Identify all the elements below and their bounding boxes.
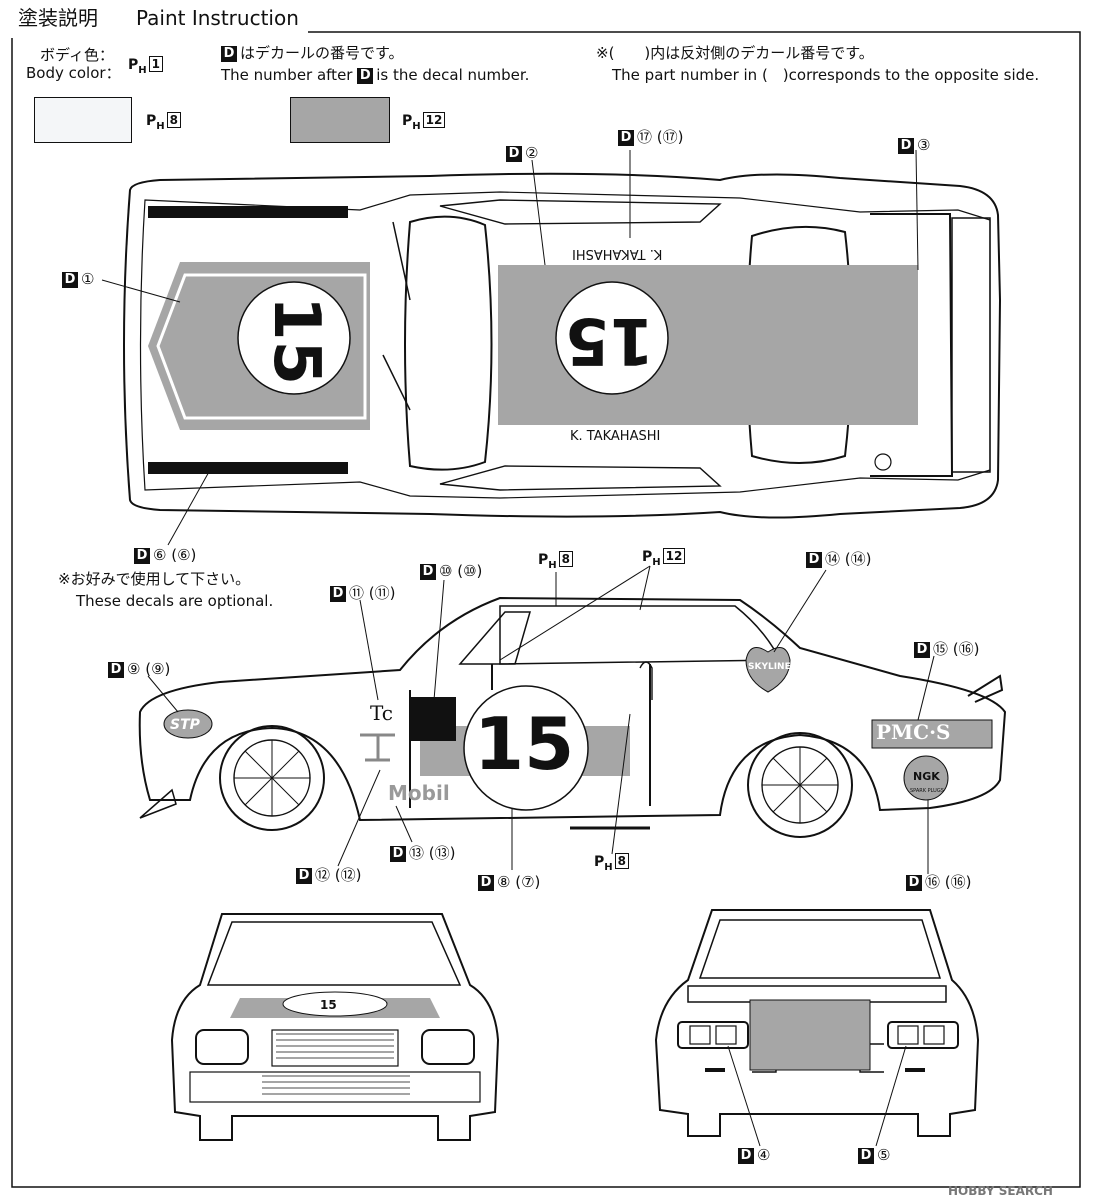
top-driver-name-lower: K. TAKAHASHI: [570, 429, 661, 444]
watermark: HOBBY SEARCH: [948, 1184, 1053, 1198]
tc-logo: Tc: [370, 701, 393, 725]
swatch-ph8: [34, 97, 132, 143]
body-color-label-en: Body color：: [26, 64, 121, 82]
stp-logo: STP: [170, 717, 200, 733]
ngk-logo: NGK: [913, 770, 940, 783]
opposite-note-jp: ※( )内は反対側のデカール番号です。: [596, 44, 874, 62]
title-english: Paint Instruction: [136, 6, 299, 30]
title-japanese: 塗装説明: [18, 6, 98, 30]
optional-note-jp: ※お好みで使用して下さい。: [58, 570, 251, 588]
ngk-sub: SPARK PLUGS: [910, 788, 944, 794]
pmcs-logo: PMC·S: [876, 720, 951, 744]
side-race-number: 15: [474, 702, 575, 786]
mobil-logo: Mobil: [388, 781, 450, 805]
swatch-ph12: [290, 97, 390, 143]
front-race-number: 15: [320, 998, 337, 1012]
decal-d-icon: D: [357, 68, 374, 84]
opposite-note-en: The part number in ( )corresponds to the…: [612, 66, 1040, 84]
decal-d-icon: D: [221, 46, 237, 62]
skyline-logo: SKYLINE: [748, 662, 791, 672]
optional-note-en: These decals are optional.: [76, 592, 274, 610]
body-color-label-jp: ボディ色：: [40, 46, 114, 64]
